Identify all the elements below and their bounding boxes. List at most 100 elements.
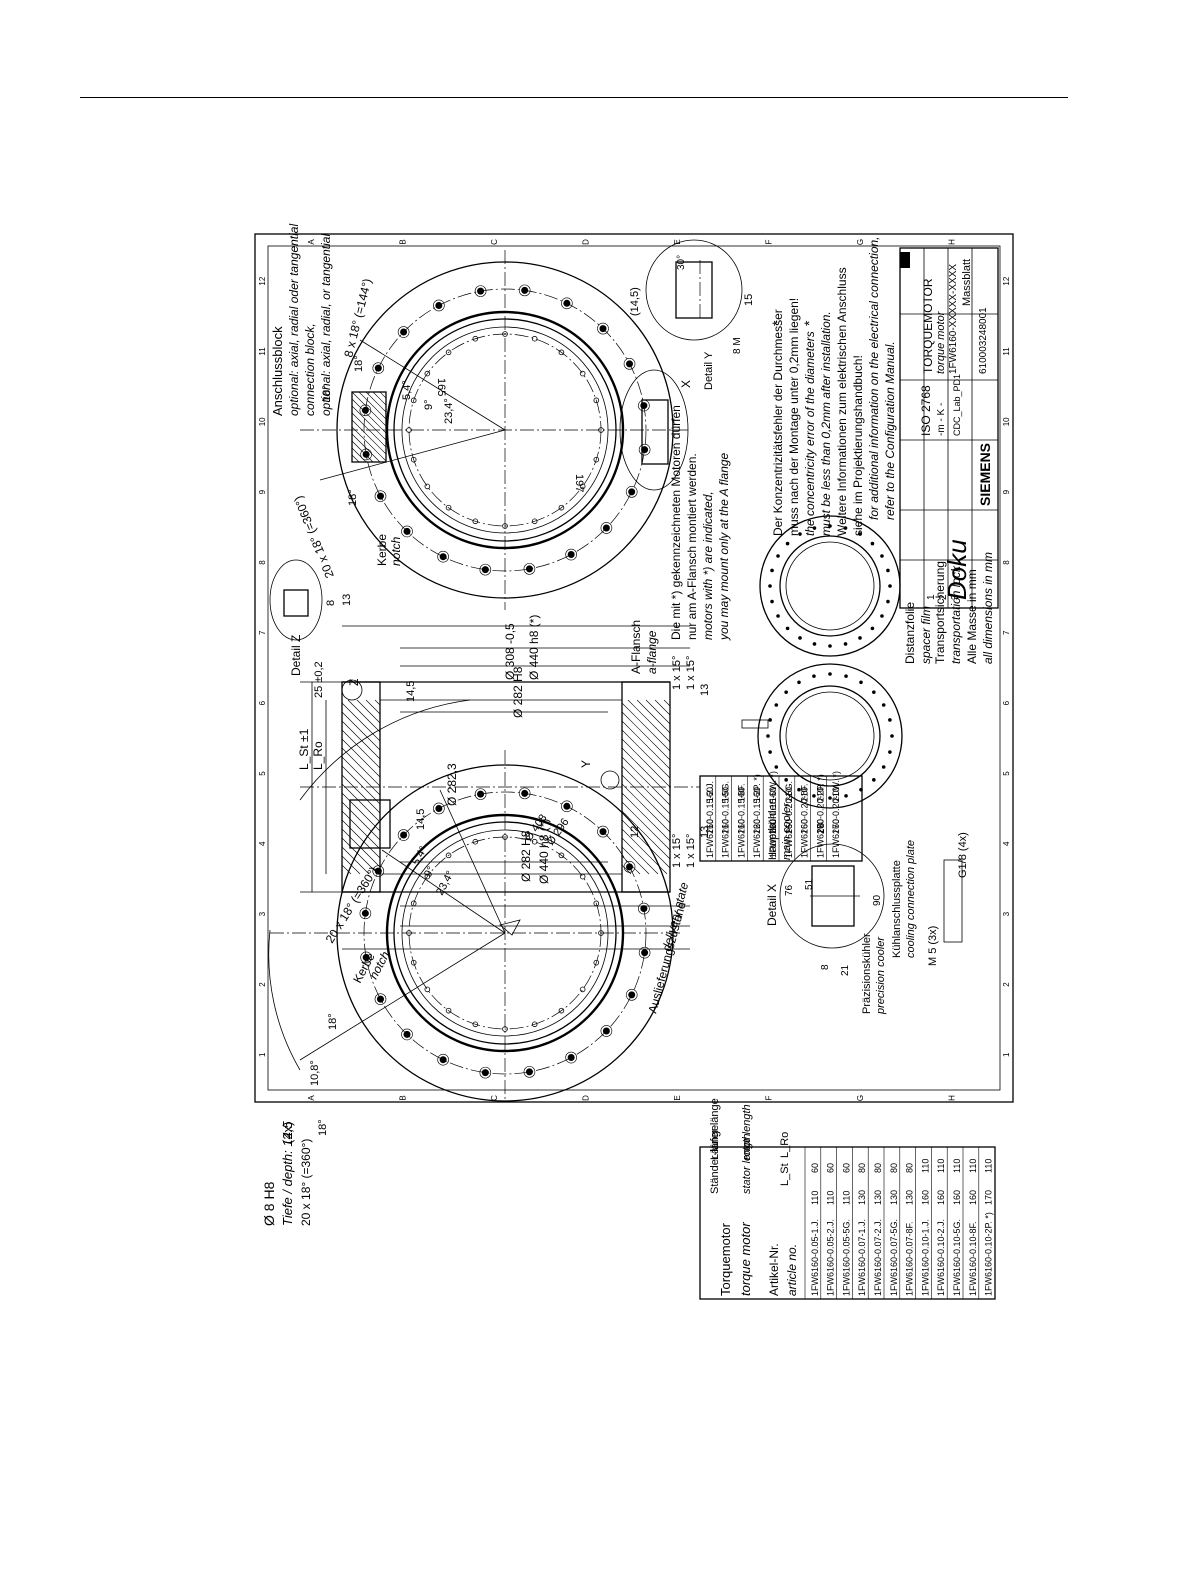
- title-rev-2: 2: [938, 594, 949, 600]
- bolt-hole-ring: [479, 563, 492, 576]
- title-tolerance: -m - K -: [936, 403, 947, 436]
- inner-hole: [406, 930, 412, 936]
- detail-x-precision-en: precision cooler: [875, 936, 887, 1015]
- hatch-line: [351, 412, 387, 448]
- hatch-line: [351, 405, 387, 441]
- bolt-hole: [362, 953, 370, 961]
- inner-hole: [531, 335, 538, 342]
- border-col-label: 2: [1002, 982, 1011, 987]
- border-col-label: 4: [258, 841, 267, 846]
- table-row-lst: 160: [936, 1190, 946, 1205]
- bolt-hole: [521, 789, 529, 797]
- inner-hole: [502, 1026, 508, 1032]
- title-block: SIEMENS TORQUEMOTOR torque motor 1FW6160…: [899, 247, 999, 609]
- note-lock-en: transportation lock: [949, 565, 963, 664]
- ring-hole: [886, 568, 890, 573]
- ring-hole: [828, 524, 832, 528]
- detail-x-dim-28: 28: [816, 822, 827, 834]
- ring-hole: [843, 526, 848, 530]
- detail-y-title: Detail Y: [703, 351, 715, 390]
- section-label-y: Y: [579, 760, 593, 768]
- table-row-lst: 220: [752, 819, 762, 834]
- hatch-line: [341, 756, 381, 796]
- hatch-line: [621, 846, 650, 875]
- section-dia-2823: Ø 282,3: [445, 763, 459, 806]
- detail-y-dim-30: 30°: [676, 255, 687, 270]
- section-dim-25: 25 ±0,2: [313, 661, 325, 698]
- border-col-label: 4: [1002, 841, 1011, 846]
- hatch-line: [341, 846, 370, 875]
- bolt-hole: [400, 831, 408, 839]
- bolt-hole: [626, 360, 634, 368]
- bolt-hole: [602, 1027, 610, 1035]
- hatch-line: [621, 774, 671, 824]
- detail-x-plate-de: Kühlanschlussplatte: [891, 860, 903, 958]
- note-info-de-1: Weitere Informationen zum elektrischen A…: [835, 267, 849, 536]
- bolt-hole-ring: [638, 946, 651, 959]
- table-row-lst: 270: [831, 819, 841, 834]
- bolt-hole-ring: [597, 825, 609, 838]
- section-lro: L_Ro: [311, 741, 325, 770]
- section-dim-13b: 13: [699, 826, 711, 838]
- bolt-hole-ring: [561, 800, 573, 813]
- hatch-line: [621, 801, 671, 851]
- border-row-label: D: [581, 239, 590, 245]
- bolt-hole: [435, 804, 443, 812]
- hatch-line: [636, 699, 671, 734]
- table-row-article: 1FW6160-0.07-5G.: [889, 1219, 899, 1296]
- table-row-lro: 210: [831, 787, 841, 802]
- table-row-lst: 160: [952, 1190, 962, 1205]
- table-row-lst: 160: [968, 1190, 978, 1205]
- hatch-line: [341, 864, 352, 875]
- right-block-en: connection block,: [303, 323, 317, 416]
- title-product-3: 1FW6160-XXXXX-XXXX: [948, 264, 959, 374]
- border-row-label: G: [856, 1095, 865, 1101]
- ring-holes: [766, 524, 894, 800]
- hatch-line: [347, 699, 381, 733]
- border-col-label: 8: [258, 560, 267, 565]
- ring-hole: [812, 794, 816, 798]
- left-angle-18a: 18°: [317, 1119, 329, 1136]
- section-lst: L_St ±1: [297, 728, 311, 770]
- hatch-line: [341, 855, 361, 875]
- table-left-rows: 1FW6160-0.05-1.J.110601FW6160-0.05-2.J.1…: [804, 1147, 994, 1299]
- border-col-label: 6: [1002, 700, 1011, 705]
- table-stator-en: stator length: [741, 1133, 753, 1194]
- title-cad: CDC_Lab_PD1: [952, 374, 962, 436]
- bolt-hole: [376, 995, 384, 1003]
- inner-hole: [472, 518, 479, 525]
- bolt-hole: [567, 551, 575, 559]
- detail-x-plate-en: cooling connection plate: [905, 840, 917, 958]
- detail-z: Detail Z 8 13: [269, 559, 353, 676]
- border-col-label: 11: [1002, 347, 1011, 356]
- table-row-article: 1FW6160-0.15-5G.: [721, 781, 731, 858]
- right-angle-18c: 18°: [347, 489, 359, 506]
- inner-hole: [445, 852, 452, 859]
- table-row-article: 1FW6160-0.07-2.J.: [873, 1219, 883, 1296]
- inner-hole: [593, 456, 600, 463]
- section-chamfer-4: 1 x 15°: [685, 834, 697, 868]
- note-spacer-de: Distanzfolie: [903, 602, 917, 664]
- table-row-lro: 210: [800, 787, 810, 802]
- ring-hole: [828, 796, 832, 800]
- table-row-lst: 270: [815, 819, 825, 834]
- table-stator-de: Ständer-länge: [709, 1125, 721, 1194]
- bolt-hole-ring: [401, 525, 413, 538]
- table-row-article: 1FW6160-0.15-2.J.: [705, 781, 715, 858]
- ring-hole: [797, 680, 801, 685]
- hatch-line: [341, 774, 381, 814]
- bolt-hole: [481, 566, 489, 574]
- table-row-article: 1FW6160-0.07-1.J.: [857, 1219, 867, 1296]
- bolt-hole: [477, 790, 485, 798]
- bolt-hole-ring: [479, 1066, 492, 1079]
- bolt-hole-ring: [433, 802, 445, 815]
- right-notch-en: notch: [389, 536, 403, 566]
- right-label-x: X: [679, 380, 693, 388]
- ring-hole: [770, 599, 774, 604]
- note-conc-de-1: Der Konzentrizitätsfehler der Durchmesse…: [771, 309, 785, 536]
- table-row-article: 1FW6160-0.10-5G.: [952, 1219, 962, 1296]
- hatch-line: [341, 828, 381, 868]
- hatch-line: [341, 720, 381, 760]
- page-top-rule: [80, 97, 1068, 98]
